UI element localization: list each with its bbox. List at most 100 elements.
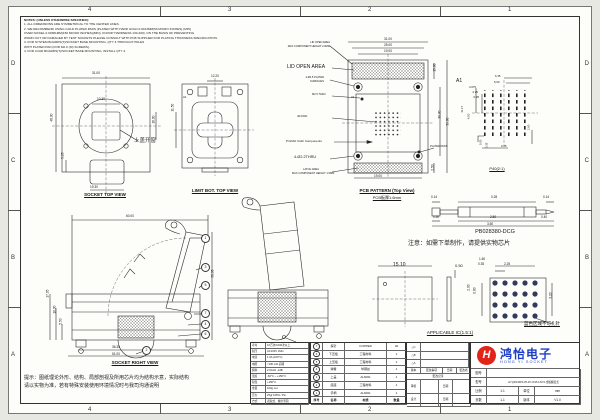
notes-line: 4. FOR LOAD BOARDS(T)/SOCKET BASE MOUNTI… — [24, 49, 126, 54]
bom-row: 3 上盖 AL6061 1 — [311, 374, 407, 382]
dim-label: 1.60 — [479, 257, 486, 261]
bom-item-qty: 1 — [387, 389, 407, 398]
disclaimer-line: 提示：图纸理论外形、结构、局部剖视及所用芯片均为结构示意，实际结构 — [24, 375, 190, 381]
p40-pad-detail-drawing — [472, 77, 538, 149]
zone-tick — [440, 6, 441, 16]
pin1-label: A1 — [456, 78, 463, 84]
approval-name — [421, 380, 439, 394]
bom-item-material: AL6061 — [345, 389, 387, 398]
bom-item-name: 上压板 — [323, 358, 345, 367]
spec-value: 100g net — [266, 386, 309, 393]
drawing-no-label: 图号 — [471, 369, 487, 378]
dim-label: 25.00 — [384, 43, 392, 47]
model-value: HYQFN40P0.35-15.1X15.1X0.5-金属翻盖式 — [487, 378, 581, 387]
page-value: 1-1 — [487, 396, 519, 405]
spec-row: 耐温 +150°C — [251, 380, 309, 387]
spec-row: 寿命 10万次/1000次以上 — [251, 343, 309, 350]
revision-desc — [421, 359, 469, 368]
notes-title: NOTES: (UNLESS OTHERWISE SPECIFIED): — [24, 18, 89, 22]
bom-item-name: 上盖 — [323, 374, 345, 382]
zone-row-label: D — [584, 61, 589, 67]
pin1-label: A1 — [183, 95, 187, 99]
dim-label: 31.00 — [92, 71, 100, 75]
revision-mark: △C — [407, 343, 421, 352]
dim-label: 6.35 — [495, 74, 501, 78]
dim-label: 0.14 — [431, 195, 438, 199]
latch-area-label: LATCH AREA — [303, 168, 319, 171]
dim-label: 51.00 — [112, 352, 120, 356]
spec-row: 压力 25gf ±25% / Pin — [251, 392, 309, 399]
lid-window-label: 上盖开窗 — [134, 138, 157, 144]
dim-label: 0.40 — [541, 215, 548, 219]
spec-key: 寿命 — [251, 343, 266, 350]
bom-rows: 7 探针 COPPER 40 6 下压板 工程材料 1 5 上压板 工程材料 1 — [311, 343, 407, 398]
zone-row-label: C — [584, 158, 589, 164]
bom-item-number: 7 — [311, 343, 323, 351]
disclaimer-line: 请以实物为准，若有特殊安装使用环境情况时与我司沟通说明 — [24, 383, 160, 389]
dim-label: 0.35 — [478, 262, 485, 266]
pad-count-label: 40-PAD — [297, 114, 308, 118]
dim-label: 0.50 — [478, 139, 483, 146]
zone-tick — [300, 404, 301, 414]
revision-marks: △C △B △A — [407, 343, 469, 368]
thru-hole-label: 4-Ø2.2THRU — [294, 155, 317, 159]
zone-row-label: B — [11, 255, 16, 261]
dim-label: 2.25 — [472, 90, 478, 94]
zone-tick — [580, 307, 592, 308]
dim-label: 60.00 — [126, 214, 134, 218]
bom-item-name: 下压板 — [323, 350, 345, 359]
bom-header-row: 序号 名称 材质 数量 — [311, 397, 407, 405]
revision-mark: △A — [407, 359, 421, 368]
dim-label: 0.25 — [501, 144, 507, 148]
bom-item-name: 探针 — [323, 343, 345, 351]
spec-value: 10万次/1000次以上 — [266, 343, 309, 350]
bom-item-name: 手柄 — [323, 389, 345, 398]
approval-name — [421, 393, 439, 407]
model-row: 型号 HYQFN40P0.35-15.1X15.1X0.5-金属翻盖式 — [471, 378, 581, 387]
approval-role: 设计 — [407, 393, 421, 407]
blue-area-note: 蓝色区域不可扎针 — [524, 321, 560, 326]
socket-right-view-title: SOCKET RIGHT VIEW — [111, 360, 159, 365]
pin-part-number: PB028380-DCG — [475, 229, 515, 235]
spec-key: 电阻 — [251, 361, 266, 368]
bom-item-qty: 1 — [387, 381, 407, 390]
revision-header: 更改事项 — [421, 367, 443, 374]
dim-label: 0.50 — [433, 215, 440, 219]
notes-line: 2. WE RECOMMEND USING GOLD PLATED PADS (… — [24, 26, 191, 31]
dim-label: 5.50 — [58, 318, 63, 325]
dim-label: 5.25 — [60, 152, 65, 159]
scale-label: 比例 — [471, 387, 487, 396]
approval-date-label: 日期 — [439, 380, 453, 394]
spec-key: 温度 — [251, 373, 266, 381]
zone-row-label: D — [11, 61, 16, 67]
plated-surfaces-label: 4-Ø2.5 PLATED — [305, 76, 324, 79]
zone-tick — [300, 6, 301, 16]
bom-header: 数量 — [387, 397, 407, 405]
pcb-thickness-label: PCB板厚1.6mm — [372, 195, 402, 200]
revision-mark-row: △C — [407, 343, 469, 352]
spec-key: 方式 — [251, 398, 266, 405]
limit-bot-view-drawing — [174, 78, 254, 176]
bom-header: 材质 — [345, 397, 387, 405]
plated-pads-label: PLATED PADS — [430, 145, 448, 148]
revision-record-label: 更改记录 — [407, 373, 469, 380]
dim-label: 0.80 — [472, 287, 477, 294]
lid-area-note: MAX COMPONENT HEIGHT 2.0MM — [287, 45, 330, 48]
balloon-callout: 7 — [201, 309, 210, 318]
dim-label: 5.00 — [494, 80, 500, 84]
lid-open-area-label: LID OPEN AREA — [287, 64, 326, 70]
zone-row-label: B — [584, 255, 589, 261]
pin1-label: A1 — [351, 95, 355, 99]
notes-line: WORN OUT OR DAMAGED BY TEST SOCKETS PLEA… — [24, 35, 218, 40]
spec-row: 耐压 AC100V 1Min — [251, 349, 309, 356]
bom-item-number: 5 — [311, 358, 323, 367]
spec-key: 重量 — [251, 386, 266, 393]
dim-label: 2.00 — [466, 284, 471, 291]
zone-col-label: 2 — [368, 407, 372, 413]
dim-label: 16.00 — [151, 115, 156, 124]
bom-item-qty: 1 — [387, 366, 407, 374]
dim-label: 10.30 — [52, 305, 57, 314]
company-name-en: HONG YI SOCKET — [500, 359, 549, 364]
dim-label: 31.00 — [384, 37, 392, 41]
dim-label: 2.25 — [504, 262, 511, 266]
